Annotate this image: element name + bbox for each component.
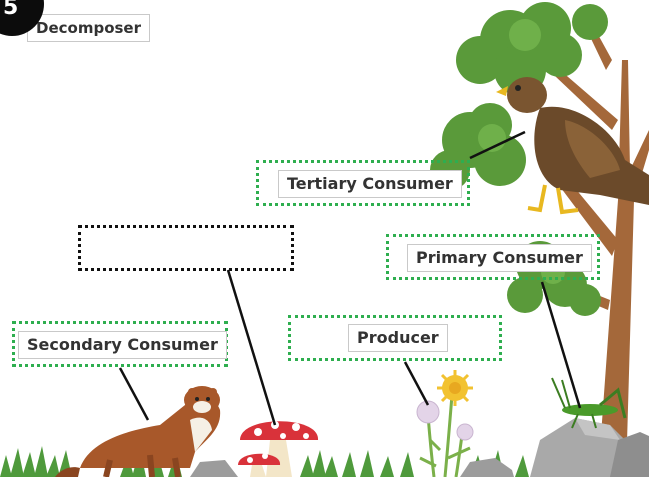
word-bank-decomposer[interactable]: Decomposer xyxy=(27,14,150,42)
mushroom-icon xyxy=(238,421,319,477)
label-tertiary-consumer[interactable]: Tertiary Consumer xyxy=(278,170,462,198)
question-number-badge: 5 xyxy=(0,0,44,36)
question-number: 5 xyxy=(3,0,19,20)
label-producer[interactable]: Producer xyxy=(348,324,448,352)
label-secondary-consumer[interactable]: Secondary Consumer xyxy=(18,331,227,359)
connector-lines xyxy=(118,130,582,426)
drop-zone-empty[interactable] xyxy=(78,225,294,271)
dandelion-icon xyxy=(416,370,474,477)
label-primary-consumer[interactable]: Primary Consumer xyxy=(407,244,592,272)
rock-icon xyxy=(190,418,649,477)
drop-zone-primary[interactable] xyxy=(386,234,600,280)
grasshopper-icon xyxy=(551,377,627,429)
drop-zone-tertiary[interactable] xyxy=(256,160,470,206)
weasel-icon xyxy=(55,386,221,477)
drop-zone-producer[interactable] xyxy=(288,315,502,361)
eagle-icon xyxy=(496,77,649,215)
